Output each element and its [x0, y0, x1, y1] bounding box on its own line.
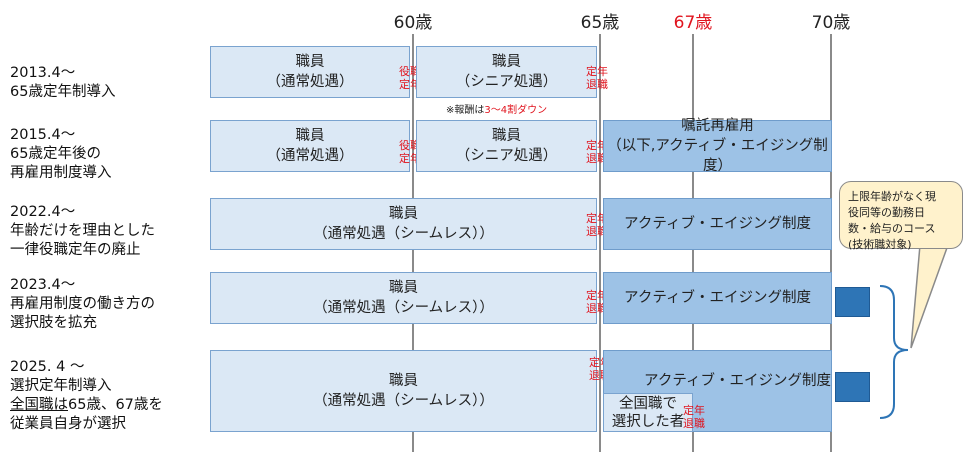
callout-pointer: [910, 245, 949, 349]
row-label-2013: 2013.4～ 65歳定年制導入: [10, 65, 116, 100]
age-60-label: 60歳: [393, 13, 433, 33]
staff-seamless-box: 職員（通常処遇（シームレス））: [210, 198, 597, 250]
national-staff-box: 全国職で選択した者: [603, 393, 693, 432]
row-label-2022: 2022.4～ 年齢だけを理由とした 一律役職定年の廃止: [10, 204, 155, 258]
age-65-line: [599, 34, 601, 452]
pay-cut-note: ※報酬は3～4割ダウン: [446, 105, 548, 116]
active-aging-box: アクティブ・エイジング制度: [603, 198, 832, 250]
post-retirement-age-mark: 役職定年: [399, 139, 421, 165]
staff-senior-box: 職員（シニア処遇）: [416, 46, 597, 98]
retirement-mark: 定年退職: [586, 139, 608, 165]
retirement-mark-67: 定年退職: [683, 404, 705, 430]
no-age-limit-box: [835, 372, 870, 402]
no-age-limit-box: [835, 287, 870, 317]
active-aging-box: アクティブ・エイジング制度: [603, 272, 832, 324]
bracket: [879, 285, 909, 419]
staff-senior-box: 職員（シニア処遇）: [416, 120, 597, 172]
retirement-mark: 定年退職: [586, 289, 608, 315]
staff-seamless-box: 職員（通常処遇（シームレス））: [210, 272, 597, 324]
no-limit-callout: 上限年齢がなく現役同等の勤務日数・給与のコース(技術職対象): [839, 181, 963, 251]
staff-seamless-box: 職員（通常処遇（シームレス））: [210, 350, 597, 432]
row-label-2025: 2025. 4 ～選択定年制導入 全国職は65歳、67歳を 従業員自身が選択: [10, 359, 163, 432]
row-label-2015: 2015.4～ 65歳定年後の 再雇用制度導入: [10, 127, 112, 181]
post-retirement-age-mark: 役職定年: [399, 65, 421, 91]
staff-normal-box: 職員（通常処遇）: [210, 46, 410, 98]
retirement-mark: 定年退職: [586, 65, 608, 91]
row-label-2023: 2023.4～ 再雇用制度の働き方の 選択肢を拡充: [10, 277, 155, 331]
staff-normal-box: 職員（通常処遇）: [210, 120, 410, 172]
age-67-label: 67歳: [673, 13, 713, 33]
rehire-box: 嘱託再雇用（以下,アクティブ・エイジング制度）: [603, 118, 832, 174]
age-65-label: 65歳: [580, 13, 620, 33]
age-70-label: 70歳: [811, 13, 851, 33]
retirement-mark: 定年退職: [586, 212, 608, 238]
